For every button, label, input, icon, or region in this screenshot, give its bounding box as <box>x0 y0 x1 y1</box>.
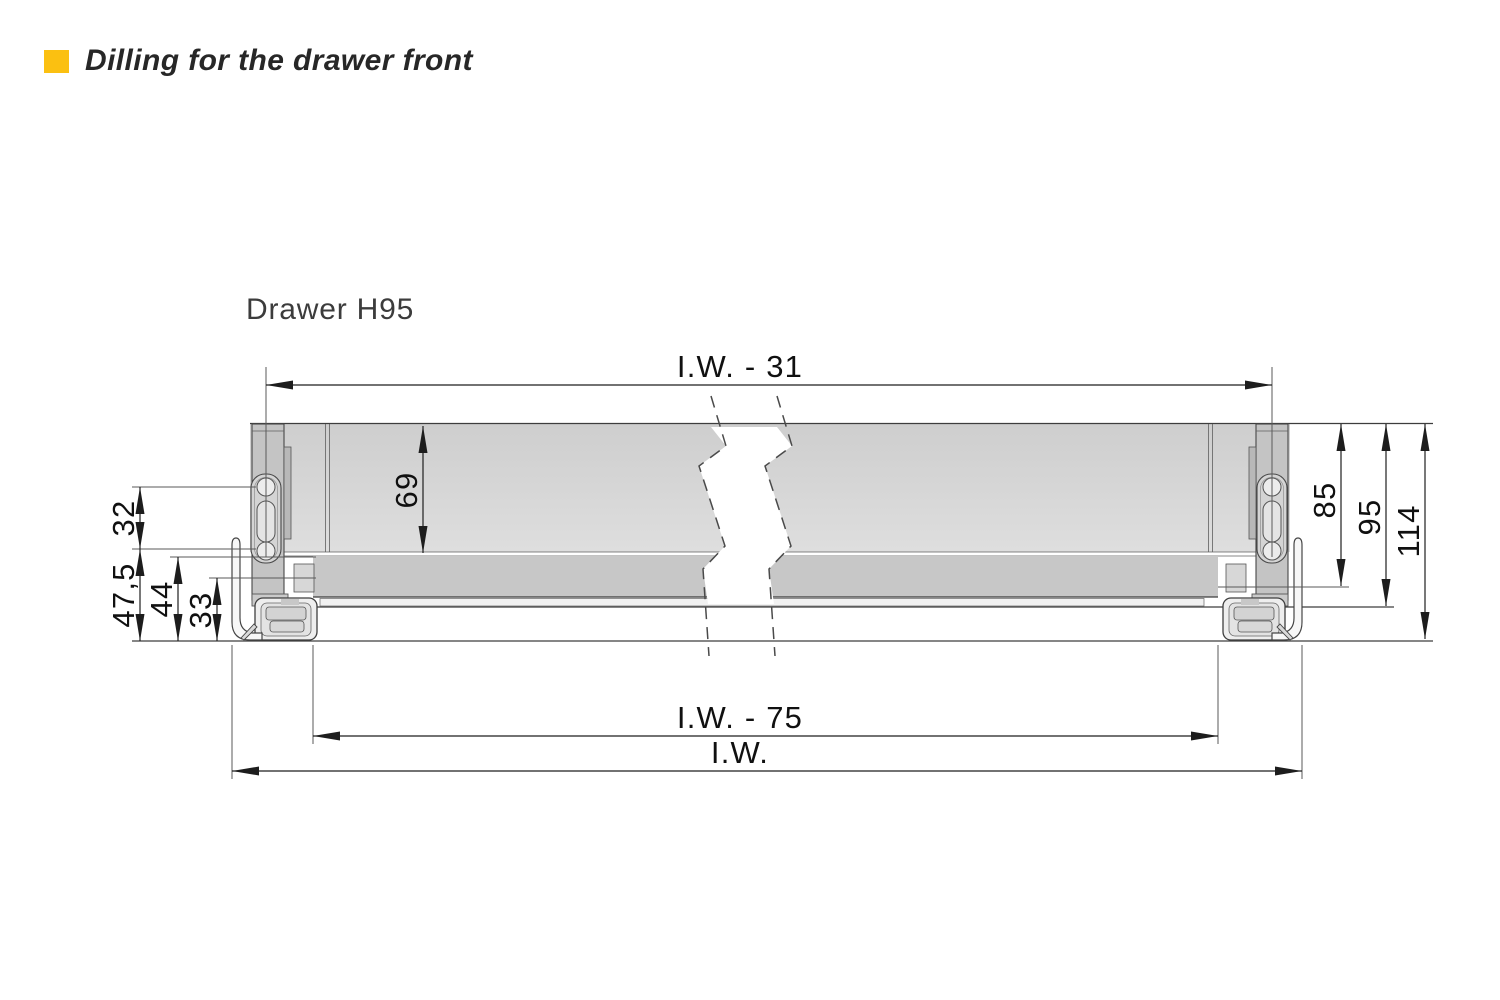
dim-label-top-width: I.W. - 31 <box>677 349 803 384</box>
cabinet-profile-left <box>231 537 263 641</box>
dim-bottom-inner-width: I.W. - 75 <box>313 700 1218 741</box>
dim-side-height: 95 <box>1352 424 1391 606</box>
section-break <box>698 395 793 657</box>
dim-label-69: 69 <box>389 472 424 509</box>
dim-side-lower-height: 44 <box>144 557 183 641</box>
profile-brace <box>240 623 258 641</box>
dim-lower-hole-height: 47,5 <box>106 549 145 641</box>
roller-upper <box>265 606 307 621</box>
roller-lower <box>1237 620 1273 633</box>
cabinet-profile-right <box>1271 537 1303 641</box>
dim-label-44: 44 <box>144 581 179 618</box>
runner-clip <box>281 599 299 605</box>
dim-rail-height: 33 <box>183 578 222 641</box>
dim-label-47-5: 47,5 <box>106 562 141 627</box>
dim-inner-width: I.W. <box>232 735 1302 776</box>
dim-label-114: 114 <box>1391 504 1426 557</box>
profile-brace <box>1276 623 1294 641</box>
dim-panel-inner-height: 69 <box>389 426 428 553</box>
drawing-caption: Drawer H95 <box>246 293 415 326</box>
page-title: Dilling for the drawer front <box>85 44 473 77</box>
bracket-clamp-tab <box>1248 446 1257 540</box>
dim-label-95: 95 <box>1352 499 1387 536</box>
section-bullet-icon <box>44 49 69 73</box>
roller-upper <box>1233 606 1275 621</box>
page-header: Dilling for the drawer front <box>44 44 473 78</box>
dimensions: I.W. - 31 32 47,5 44 33 69 <box>106 349 1430 779</box>
bracket-clamp-tab <box>283 446 292 540</box>
dim-label-iw75: I.W. - 75 <box>677 700 803 735</box>
break-line-right <box>764 395 793 657</box>
dim-bracket-height: 85 <box>1307 424 1346 586</box>
dim-top-width: I.W. - 31 <box>266 349 1272 390</box>
runner-left <box>254 563 318 641</box>
break-line-left <box>698 395 727 657</box>
roller-lower <box>269 620 305 633</box>
front-bracket-right <box>1248 423 1289 607</box>
front-bracket-left <box>250 423 292 607</box>
runner-connector <box>1225 563 1247 593</box>
dim-hole-spacing: 32 <box>106 487 145 549</box>
runner-right <box>1222 563 1286 641</box>
dim-label-33: 33 <box>183 592 218 629</box>
dim-label-32: 32 <box>106 500 141 537</box>
break-gap <box>699 427 792 604</box>
dim-total-height: 114 <box>1391 424 1430 639</box>
runner-clip <box>1241 599 1259 605</box>
dim-label-iw: I.W. <box>711 735 769 770</box>
dim-label-85: 85 <box>1307 482 1342 519</box>
